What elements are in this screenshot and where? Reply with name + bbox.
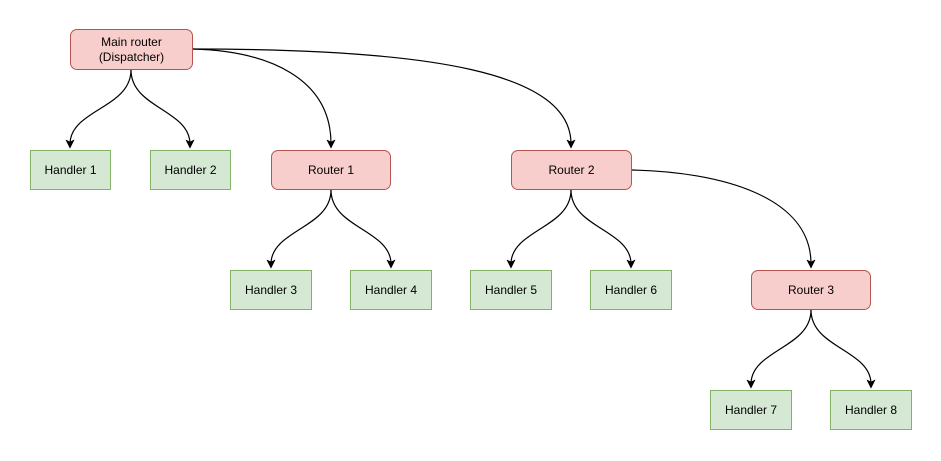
node-handler-5[interactable]: Handler 5: [470, 270, 552, 310]
node-label-handler-6: Handler 6: [604, 282, 658, 297]
edge-router-3-to-handler-8: [810, 309, 876, 389]
node-router-2[interactable]: Router 2: [511, 150, 632, 190]
edge-main-to-handler-1: [65, 69, 132, 149]
node-router-1[interactable]: Router 1: [271, 150, 391, 190]
node-handler-2[interactable]: Handler 2: [150, 150, 231, 190]
edge-main-to-handler-2: [130, 69, 195, 149]
edge-router-1-to-handler-3: [266, 189, 332, 269]
node-label-handler-2: Handler 2: [164, 162, 217, 177]
node-label-handler-3: Handler 3: [244, 282, 298, 297]
node-handler-4[interactable]: Handler 4: [350, 270, 432, 310]
node-handler-8[interactable]: Handler 8: [830, 390, 912, 430]
node-handler-3[interactable]: Handler 3: [230, 270, 312, 310]
node-handler-6[interactable]: Handler 6: [590, 270, 672, 310]
edge-main-to-router-2: [192, 48, 576, 149]
node-handler-1[interactable]: Handler 1: [30, 150, 111, 190]
edge-router-2-to-router-3: [631, 169, 816, 269]
edge-router-3-to-handler-7: [746, 309, 812, 389]
edge-main-to-router-1: [192, 48, 336, 149]
node-router-3[interactable]: Router 3: [751, 270, 871, 310]
edge-router-2-to-handler-6: [570, 189, 636, 269]
node-label-router-2: Router 2: [548, 162, 595, 177]
node-label-handler-5: Handler 5: [484, 282, 538, 297]
node-main-router[interactable]: Main router (Dispatcher): [70, 29, 193, 70]
edge-router-2-to-handler-5: [506, 189, 572, 269]
node-label-router-1: Router 1: [307, 162, 355, 177]
node-label-main-router: Main router (Dispatcher): [98, 34, 165, 64]
edge-group: [65, 48, 876, 389]
node-label-handler-7: Handler 7: [724, 402, 778, 417]
edge-router-1-to-handler-4: [330, 189, 396, 269]
node-handler-7[interactable]: Handler 7: [710, 390, 792, 430]
node-label-router-3: Router 3: [787, 282, 835, 297]
node-label-handler-1: Handler 1: [44, 162, 97, 177]
node-label-handler-4: Handler 4: [364, 282, 418, 297]
node-label-handler-8: Handler 8: [844, 402, 898, 417]
